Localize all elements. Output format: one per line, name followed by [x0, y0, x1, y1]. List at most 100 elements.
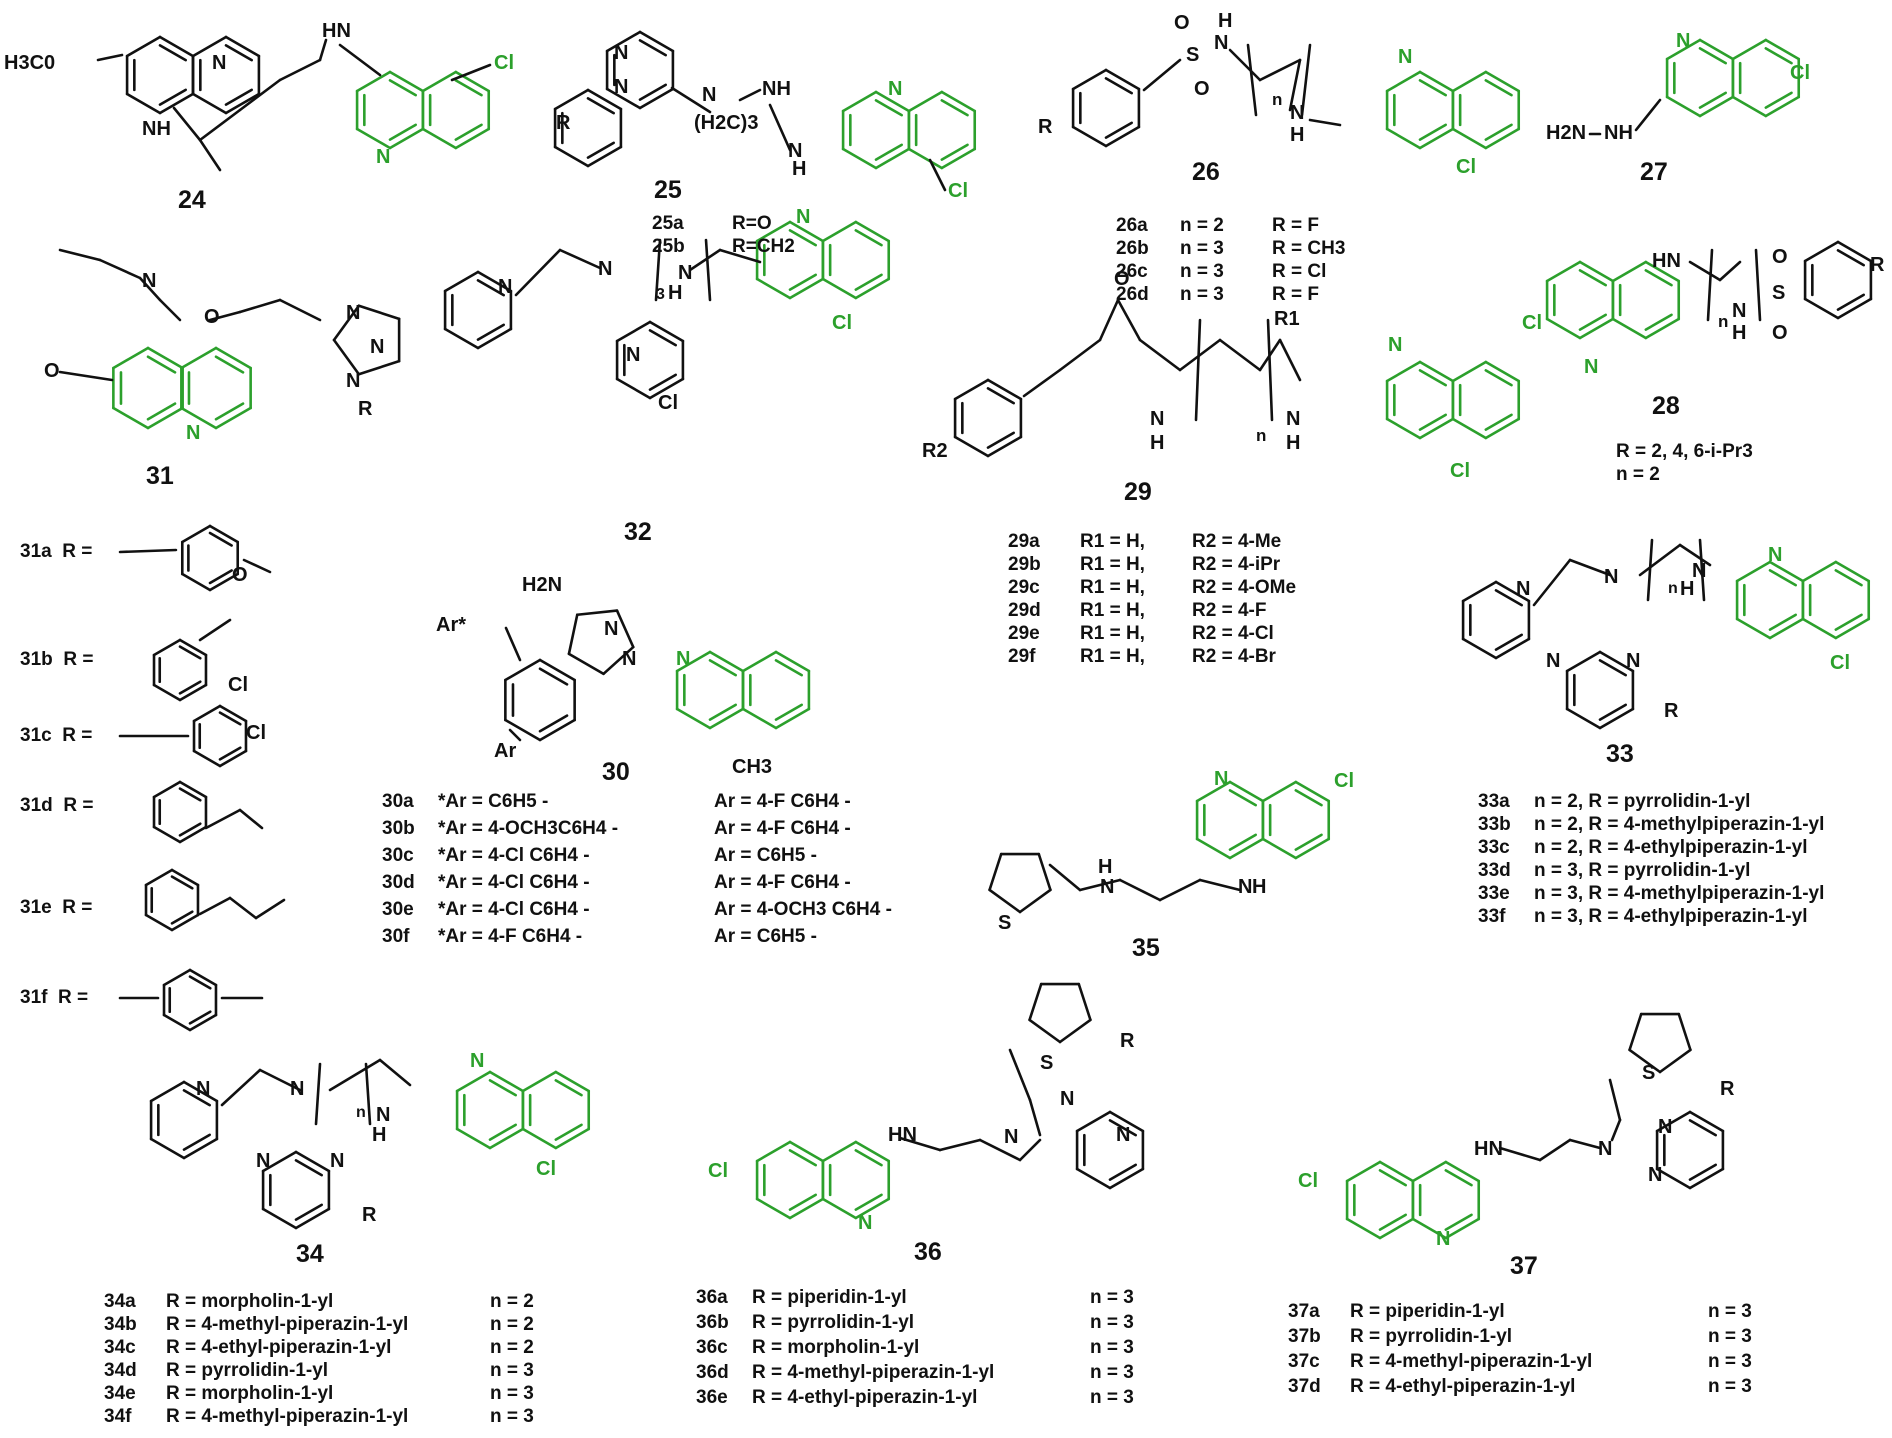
- quinoline-ring-bond: [1484, 360, 1521, 383]
- ring-bond: [443, 327, 480, 350]
- compound-id-26: 26: [1192, 158, 1220, 186]
- chain-bond: [1228, 48, 1262, 82]
- chain-bond: [1498, 1146, 1542, 1162]
- chain-bond: [1608, 1078, 1622, 1122]
- series-code: 34d: [104, 1360, 137, 1381]
- atom-label: N: [1004, 1126, 1019, 1148]
- series-ar-star: *Ar = 4-Cl C6H4 -: [438, 845, 590, 866]
- chain-bond: [198, 108, 242, 142]
- ring-double-bond: [1108, 1119, 1137, 1137]
- ring-bond: [112, 346, 150, 370]
- series-value: n = 2, R = 4-ethylpiperazin-1-yl: [1534, 837, 1808, 858]
- series-r2: R2 = 4-Br: [1192, 646, 1276, 667]
- quinoline-ring-bond: [554, 1079, 583, 1097]
- atom-label: HN: [322, 20, 351, 42]
- quinoline-ring-bond: [1644, 269, 1673, 287]
- chain-bond: [1568, 558, 1612, 577]
- quinoline-ring-bond: [1444, 1160, 1481, 1183]
- ring-bond: [986, 435, 1023, 458]
- chain-bond: [118, 548, 178, 554]
- compound-id-29: 29: [1124, 478, 1152, 506]
- quinoline-ring-bond: [1378, 1217, 1415, 1240]
- series-ar: Ar = 4-F C6H4 -: [714, 818, 851, 839]
- quinoline-ring-bond: [488, 1079, 517, 1097]
- ring-bond: [178, 780, 208, 799]
- atom-label: O: [1174, 12, 1190, 34]
- quinoline-ring-bond: [1378, 1169, 1407, 1187]
- atom-label: n: [1272, 90, 1283, 109]
- quinoline-ring-bond: [1261, 780, 1298, 803]
- chain-bond: [278, 58, 322, 82]
- quinoline-ring-bond: [1385, 360, 1422, 383]
- chain-bond: [98, 258, 142, 280]
- atom-label: N: [1398, 46, 1413, 68]
- quinoline-ring-bond: [1731, 95, 1768, 118]
- ring-bond: [708, 707, 745, 730]
- quinoline-ring-bond: [1484, 127, 1521, 150]
- atom-label: Cl: [832, 312, 852, 334]
- atom-label: n: [1718, 312, 1729, 331]
- quinoline-ring-bond: [841, 90, 878, 113]
- ring-bond: [294, 1150, 331, 1173]
- quinoline-ring-bond: [1731, 38, 1768, 61]
- quinoline-ring-bond: [488, 1127, 525, 1150]
- ring-double-bond: [208, 531, 233, 547]
- ring-bond: [605, 30, 642, 53]
- atom-label: H: [372, 1124, 387, 1146]
- atom-label: H: [668, 282, 683, 304]
- quinoline-ring-bond: [788, 220, 825, 243]
- series-value: n = 3, R = pyrrolidin-1-yl: [1534, 860, 1751, 881]
- chain-bond: [1116, 298, 1142, 342]
- ring-bond: [986, 378, 1023, 401]
- ring-bond: [1461, 637, 1498, 660]
- quinoline-ring-bond: [788, 1197, 825, 1220]
- series-code: 26d: [1116, 284, 1149, 305]
- atom-label: N: [1584, 356, 1599, 378]
- quinoline-ring-bond: [821, 220, 858, 243]
- series-code: 36e: [696, 1387, 728, 1408]
- ring-bond: [1494, 580, 1531, 603]
- quinoline-ring-bond: [841, 147, 878, 170]
- chain-bond: [1678, 543, 1712, 567]
- ring-bond: [218, 749, 248, 768]
- series-code-text: 31f: [20, 987, 48, 1008]
- chain-bond: [328, 1058, 382, 1092]
- ring-bond: [567, 652, 605, 676]
- ring-bond: [638, 30, 675, 53]
- bracket: [1300, 43, 1312, 117]
- quinoline-ring-bond: [874, 99, 903, 117]
- bracket: [1754, 248, 1762, 322]
- quinoline-ring-bond: [788, 273, 817, 291]
- quinoline-ring-bond: [1768, 617, 1805, 640]
- ring-bond: [152, 683, 182, 702]
- series-n: n = 3: [1090, 1387, 1134, 1408]
- quinoline-ring-bond: [1418, 360, 1455, 383]
- quinoline-ring-bond: [554, 1127, 591, 1150]
- quinoline-ring-bond: [488, 1123, 517, 1141]
- atom-label: N: [604, 618, 619, 640]
- atom-label: Ar*: [436, 614, 467, 636]
- quinoline-ring-bond: [1228, 780, 1265, 803]
- series-r: R = pyrrolidin-1-yl: [1350, 1326, 1513, 1347]
- ring-bond: [152, 638, 182, 657]
- quinoline-ring-bond: [1345, 1217, 1382, 1240]
- series-r: R = 4-ethyl-piperazin-1-yl: [752, 1387, 978, 1408]
- ring-bond: [158, 92, 195, 115]
- series-ar: Ar = 4-OCH3 C6H4 -: [714, 899, 892, 920]
- atom-label: N: [290, 1078, 305, 1100]
- ring-double-bond: [1598, 703, 1627, 721]
- ring-bond: [1655, 1167, 1692, 1190]
- ring-double-bond: [586, 141, 615, 159]
- atom-label: R: [1870, 254, 1885, 276]
- ring-bond: [208, 572, 240, 592]
- quinoline-ring-bond: [1578, 313, 1607, 331]
- quinoline-ring-bond: [1644, 317, 1681, 340]
- quinoline-ring-bond: [755, 277, 792, 300]
- ring-bond: [1037, 852, 1052, 892]
- bracket: [1646, 538, 1654, 602]
- atom-label: N: [888, 78, 903, 100]
- quinoline-ring-bond: [1801, 617, 1838, 640]
- series-code: 29b: [1008, 554, 1041, 575]
- ring-bond: [261, 1207, 298, 1230]
